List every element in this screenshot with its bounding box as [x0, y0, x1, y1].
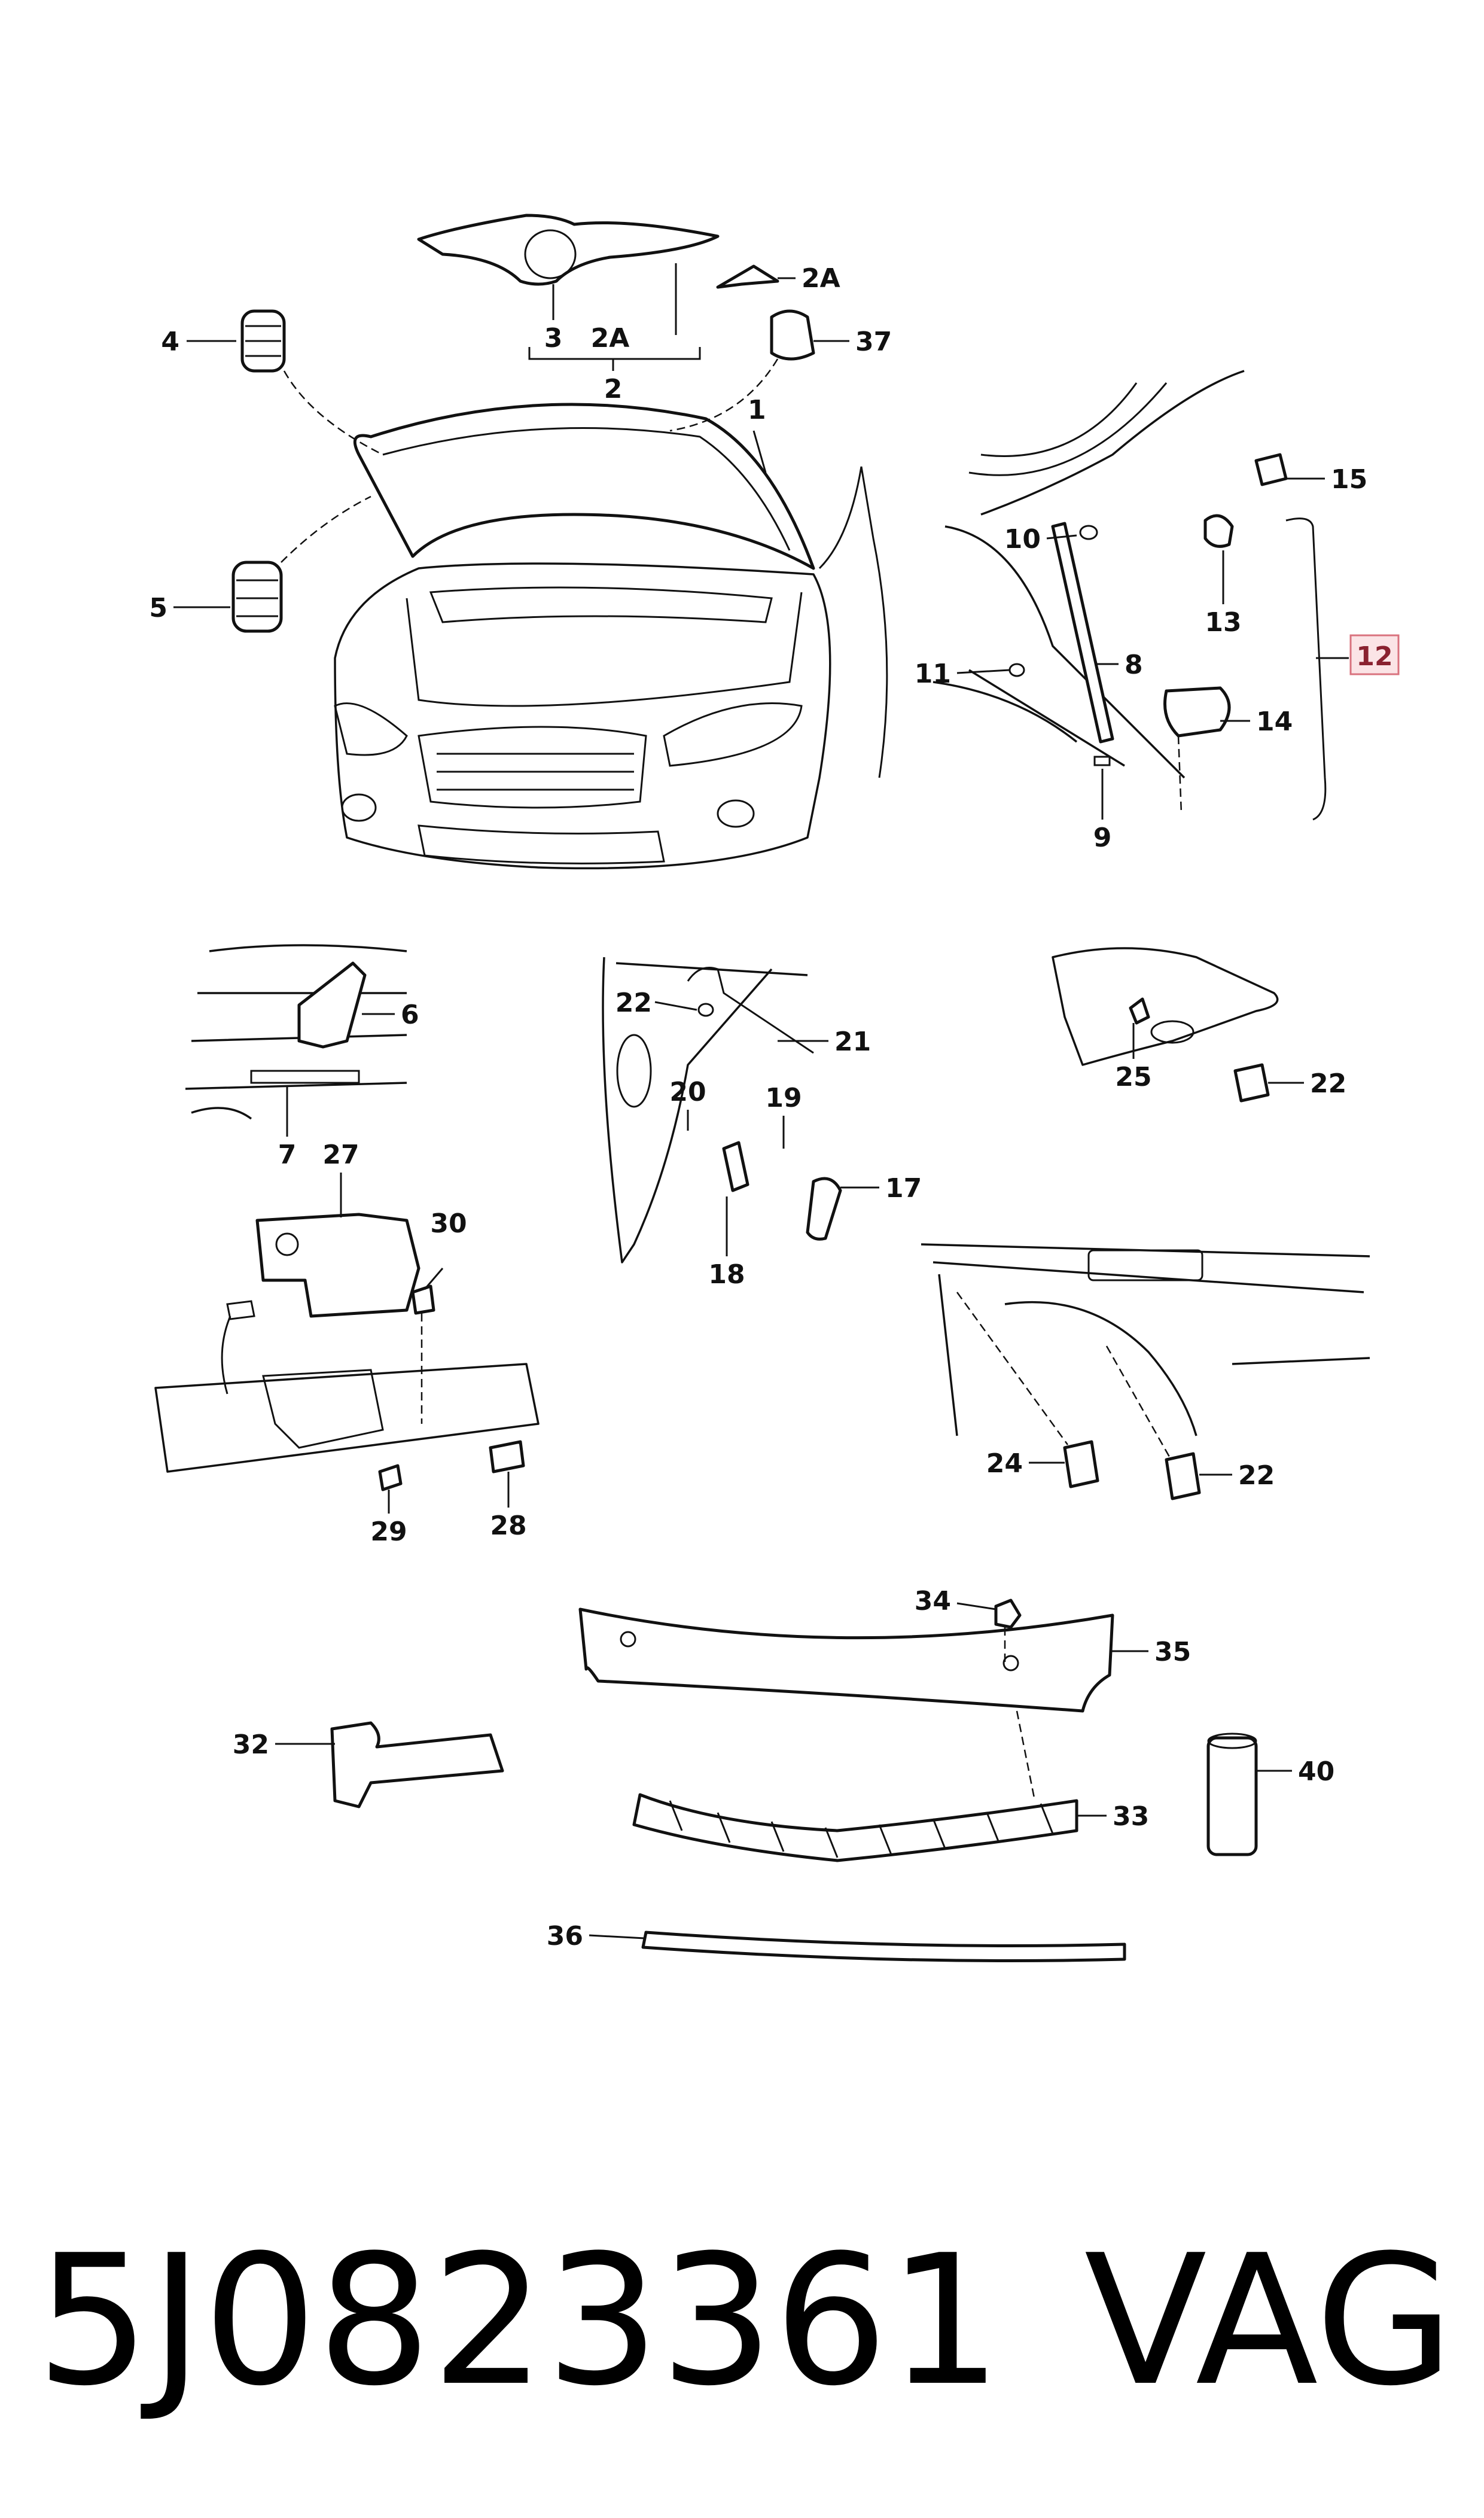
fog-light-right: [717, 799, 755, 828]
callout-30: 30: [430, 1208, 467, 1239]
callout-20: 20: [669, 1077, 706, 1107]
bonnet-lock-area: [154, 1213, 540, 1491]
release-cable-21: [687, 967, 814, 1054]
grease-tube-40: [1206, 1733, 1258, 1856]
clip-22-right: [1233, 1063, 1270, 1103]
seal-strip-36: [641, 1931, 1126, 1962]
callout-8: 8: [1125, 650, 1143, 680]
parts-diagram: 4 5 3 2A 2 2A 37 1 15 10 13 12 11 8 14 9…: [149, 214, 1400, 1962]
callout-2a-right: 2A: [802, 263, 840, 294]
support-rod-8: [1051, 522, 1114, 744]
grille: [418, 726, 647, 809]
callout-15: 15: [1331, 464, 1367, 495]
bolt-29: [378, 1464, 403, 1491]
emblem-ring: [524, 229, 577, 279]
part-number-text: 5J0823361: [36, 2216, 1002, 2425]
clip-13: [1203, 514, 1234, 548]
insulation-pad-5: [231, 561, 283, 633]
callout-13: 13: [1205, 607, 1241, 638]
bonnet-support-area: [933, 370, 1327, 821]
clip-22-lower: [1165, 1452, 1201, 1500]
insulation-pad-4: [240, 309, 286, 373]
callout-14: 14: [1256, 707, 1293, 737]
bonnet: [353, 403, 815, 570]
callout-2: 2: [604, 374, 623, 404]
callout-5: 5: [149, 593, 167, 623]
callout-34: 34: [915, 1586, 951, 1616]
bonnet-trim-strip: [417, 214, 720, 286]
wheel-arch-area: [921, 1243, 1370, 1500]
callout-3: 3: [544, 323, 563, 354]
callout-40: 40: [1298, 1756, 1334, 1787]
clip-15: [1254, 453, 1288, 486]
clip-30: [411, 1284, 435, 1315]
release-lever-18: [722, 1141, 749, 1192]
callout-32: 32: [233, 1730, 269, 1760]
callout-11: 11: [915, 659, 951, 689]
callout-12: 12: [1356, 641, 1392, 672]
leader-lines: [173, 263, 1349, 1940]
callout-9: 9: [1093, 823, 1112, 853]
clip-24: [1063, 1440, 1099, 1488]
nut-34: [994, 1599, 1022, 1629]
brand-text: VAG: [1084, 2216, 1454, 2425]
callout-24: 24: [986, 1448, 1023, 1479]
bolt-28: [489, 1440, 525, 1473]
callout-36: 36: [547, 1921, 583, 1951]
bracket-32: [330, 1721, 504, 1808]
callout-21: 21: [834, 1027, 871, 1057]
crossmember-35: [578, 1607, 1114, 1713]
callout-22-right: 22: [1310, 1068, 1346, 1099]
callout-22-upper: 22: [615, 988, 652, 1018]
callout-27: 27: [322, 1140, 359, 1170]
callout-19: 19: [765, 1083, 802, 1113]
crossmember-area: [330, 1599, 1258, 1962]
callout-10: 10: [1004, 524, 1041, 555]
callout-17: 17: [885, 1173, 922, 1204]
callout-7: 7: [278, 1140, 297, 1170]
callout-12-highlight: [1349, 634, 1400, 675]
callout-labels: 4 5 3 2A 2 2A 37 1 15 10 13 12 11 8 14 9…: [149, 263, 1400, 1951]
callout-22-lower: 22: [1238, 1460, 1275, 1491]
headlight-left: [334, 702, 408, 756]
seal-33: [632, 1793, 1078, 1862]
lock-carrier-area: [185, 944, 407, 1120]
callout-29: 29: [370, 1517, 407, 1547]
fog-light-left: [341, 793, 377, 822]
grommet-10: [1079, 525, 1098, 540]
bonnet-lock-27: [255, 1213, 420, 1318]
callout-6: 6: [401, 1000, 419, 1030]
bracket-6: [297, 961, 367, 1049]
car-front-illustration: [334, 214, 888, 870]
hood-prop-rod-12: [1285, 517, 1327, 821]
callout-25: 25: [1115, 1062, 1151, 1092]
headlight-right: [663, 702, 803, 767]
clip-25: [1129, 997, 1150, 1025]
cover-cap-14: [1163, 686, 1231, 738]
callout-1: 1: [748, 395, 766, 425]
buffer-37: [770, 309, 815, 361]
callout-4: 4: [161, 327, 179, 357]
grommet-11: [1008, 663, 1025, 677]
callout-35: 35: [1154, 1637, 1191, 1667]
callout-37: 37: [855, 327, 892, 357]
plenum-area: [1052, 947, 1279, 1103]
emblem-insert-2a: [716, 264, 779, 289]
callout-18: 18: [708, 1259, 745, 1290]
callout-33: 33: [1113, 1801, 1149, 1832]
car-body: [334, 562, 831, 870]
callout-28: 28: [490, 1511, 526, 1541]
release-cable-area: [602, 957, 842, 1263]
callout-2a-left: 2A: [591, 323, 630, 354]
pad-9: [1093, 756, 1111, 766]
handle-17: [806, 1177, 842, 1241]
